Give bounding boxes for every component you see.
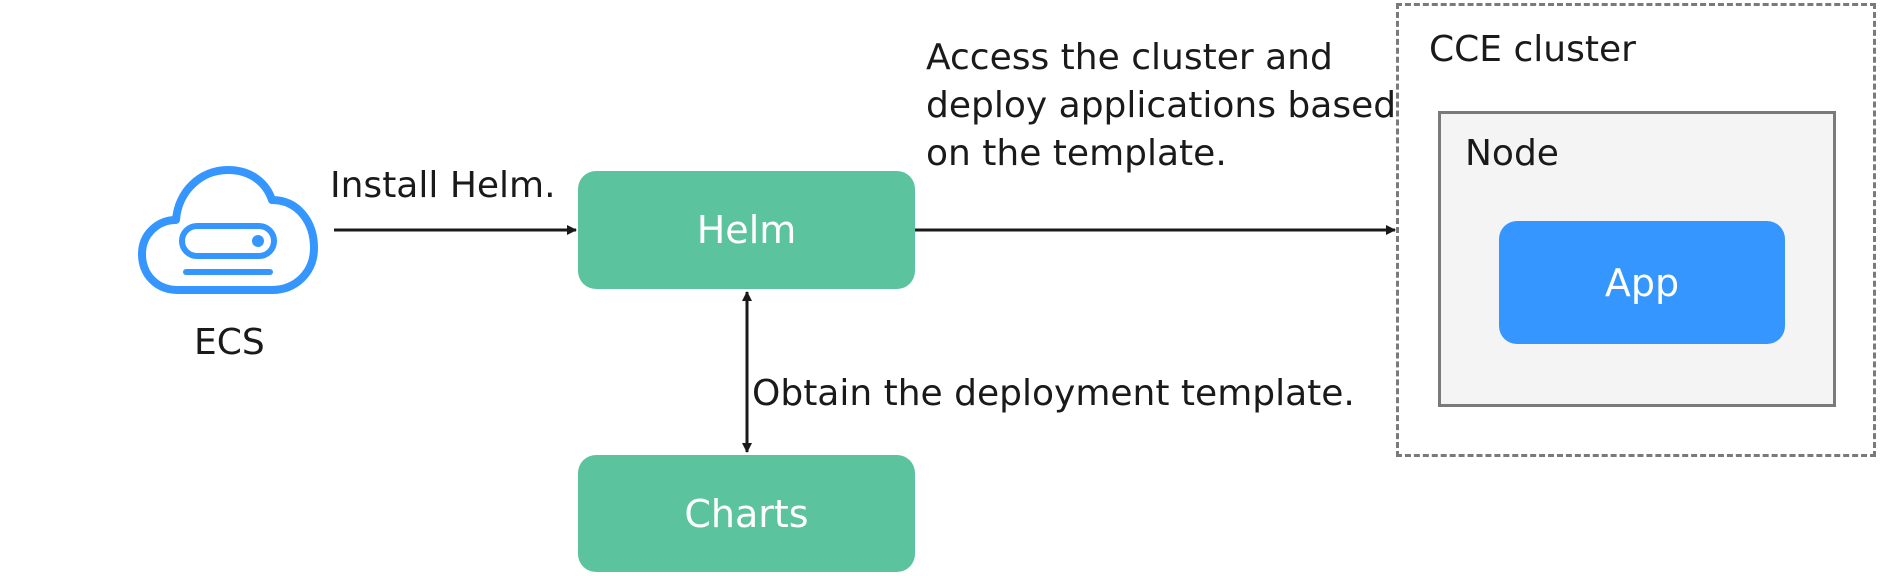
- ecs-label: ECS: [194, 322, 265, 363]
- app-label: App: [1604, 260, 1680, 305]
- access-label-line2: deploy applications based: [926, 85, 1397, 126]
- cce-cluster-container: [1396, 3, 1876, 457]
- helm-box: Helm: [578, 171, 915, 289]
- access-label-line1: Access the cluster and: [926, 37, 1333, 78]
- cce-cluster-label: CCE cluster: [1429, 29, 1636, 70]
- app-box: App: [1499, 221, 1785, 344]
- install-helm-label: Install Helm.: [330, 165, 556, 206]
- node-label: Node: [1465, 133, 1559, 174]
- charts-label: Charts: [684, 491, 809, 536]
- helm-label: Helm: [696, 208, 797, 252]
- access-label-line3: on the template.: [926, 133, 1227, 174]
- obtain-template-label: Obtain the deployment template.: [752, 373, 1355, 414]
- cloud-server-icon: [138, 166, 318, 294]
- charts-box: Charts: [578, 455, 915, 572]
- access-label: Access the cluster and deploy applicatio…: [926, 34, 1396, 178]
